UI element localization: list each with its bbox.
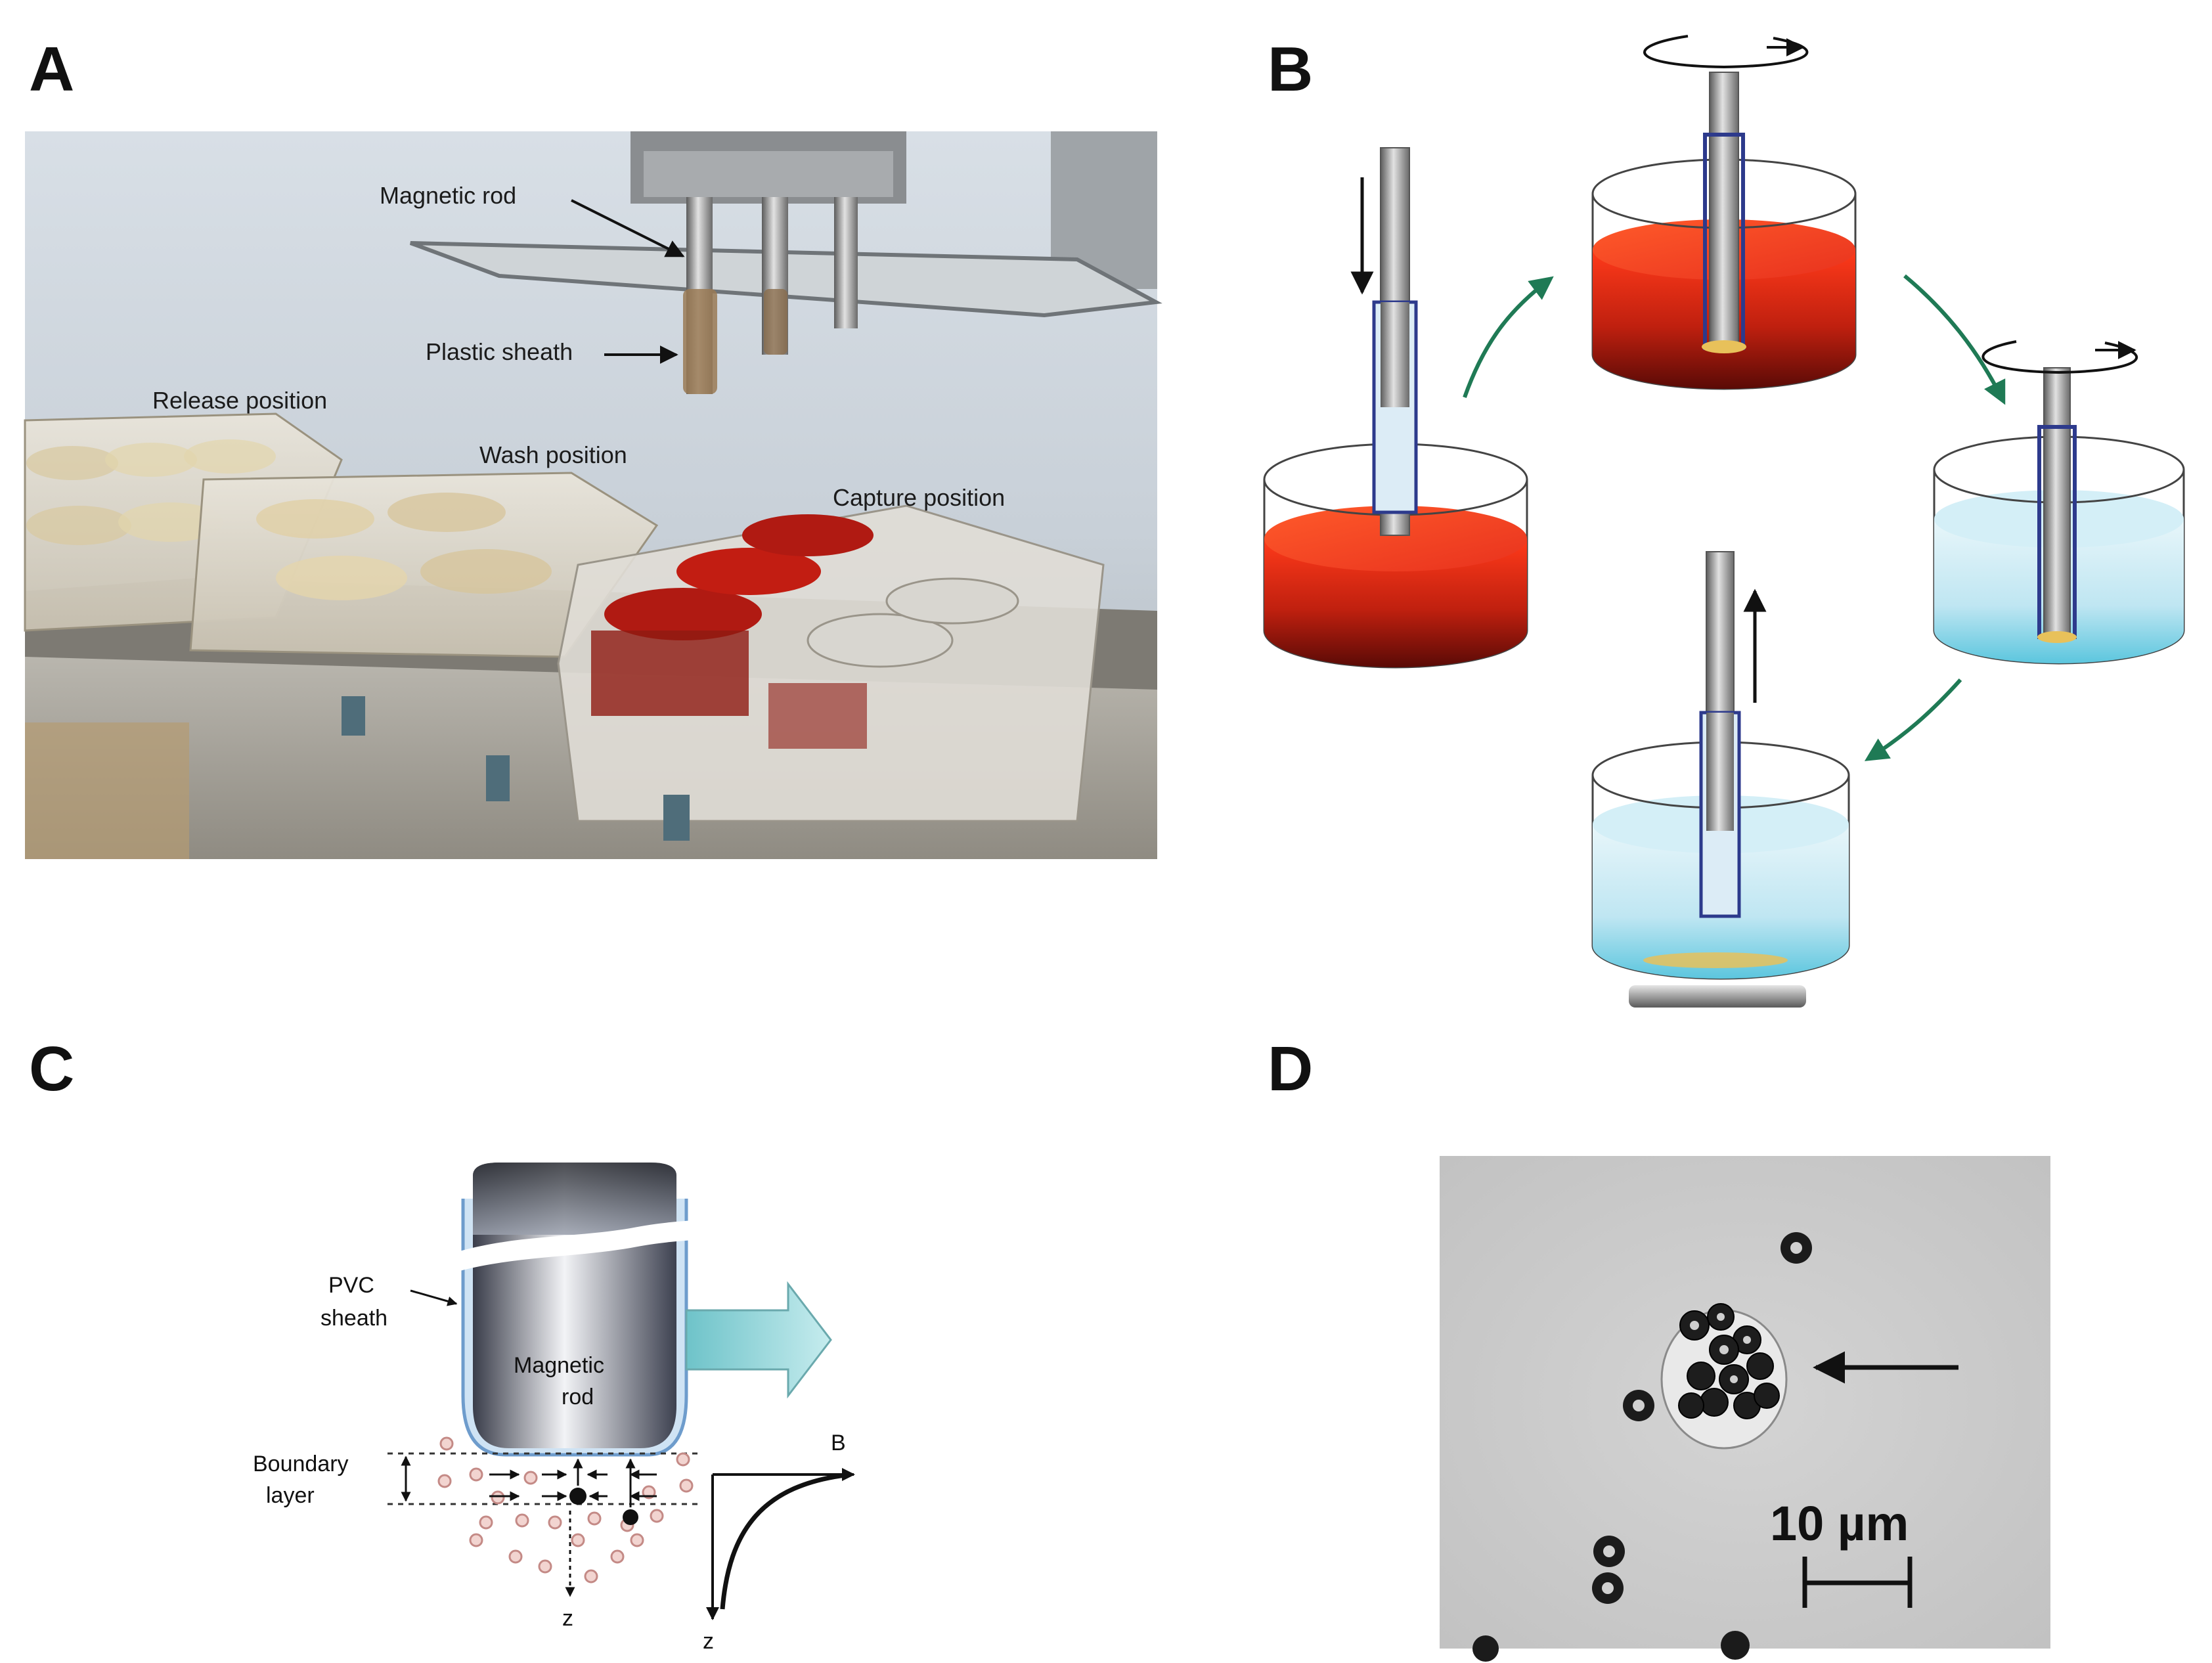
approaching-bead xyxy=(623,1509,638,1525)
label-release-position: Release position xyxy=(152,387,327,414)
field-profile-inset: B z xyxy=(703,1430,855,1654)
boundary-label-line1: Boundary xyxy=(253,1452,349,1476)
beaker-capture-2 xyxy=(1591,35,1857,390)
field-z-axis-label: z xyxy=(703,1629,714,1654)
field-axis-label: B xyxy=(831,1430,846,1455)
photo-capture-plate xyxy=(557,504,1105,822)
label-magnetic-rod: Magnetic rod xyxy=(380,182,516,209)
schematic-c: Magnetic rod PVC sheath Boundary layer xyxy=(253,1163,855,1654)
bead-particles xyxy=(437,1436,694,1584)
label-capture-position: Capture position xyxy=(833,484,1005,511)
rod-label-line2: rod xyxy=(562,1385,594,1409)
label-wash-position: Wash position xyxy=(479,441,627,468)
beaker-capture-1 xyxy=(1263,147,1528,669)
photo-a: Magnetic rod Plastic sheath Release posi… xyxy=(24,131,1162,859)
free-beads xyxy=(1472,1232,1812,1662)
process-cycle-b xyxy=(1263,35,2185,1008)
force-arrows xyxy=(489,1458,657,1507)
micrograph-d: 10 µm xyxy=(1440,1156,2050,1662)
label-plastic-sheath: Plastic sheath xyxy=(426,338,573,365)
z-axis-label: z xyxy=(562,1606,573,1631)
boundary-label-line2: layer xyxy=(266,1483,315,1508)
panel-letter-b: B xyxy=(1268,34,1314,104)
beaker-wash xyxy=(1933,340,2185,665)
photo-release-plate xyxy=(24,412,343,632)
photo-plastic-sheath xyxy=(683,289,717,394)
flow-direction-arrow xyxy=(685,1281,832,1399)
panel-letter-a: A xyxy=(29,34,75,104)
pvc-label-line1: PVC xyxy=(328,1273,374,1298)
scale-bar xyxy=(1802,1557,1913,1608)
release-magnet xyxy=(1629,985,1806,1008)
rod-label-line1: Magnetic xyxy=(514,1353,604,1378)
captured-bead xyxy=(569,1488,586,1505)
cycle-arrow-1 xyxy=(1463,276,1554,398)
cycle-arrow-2 xyxy=(1903,274,2006,405)
photo-wash-plate xyxy=(189,472,659,658)
panel-letter-c: C xyxy=(29,1034,75,1104)
beaker-release xyxy=(1591,551,1850,1008)
scale-bar-label: 10 µm xyxy=(1770,1496,1909,1551)
panel-letter-d: D xyxy=(1268,1034,1314,1104)
pvc-label-line2: sheath xyxy=(321,1306,387,1331)
cycle-arrow-3 xyxy=(1864,678,1962,761)
